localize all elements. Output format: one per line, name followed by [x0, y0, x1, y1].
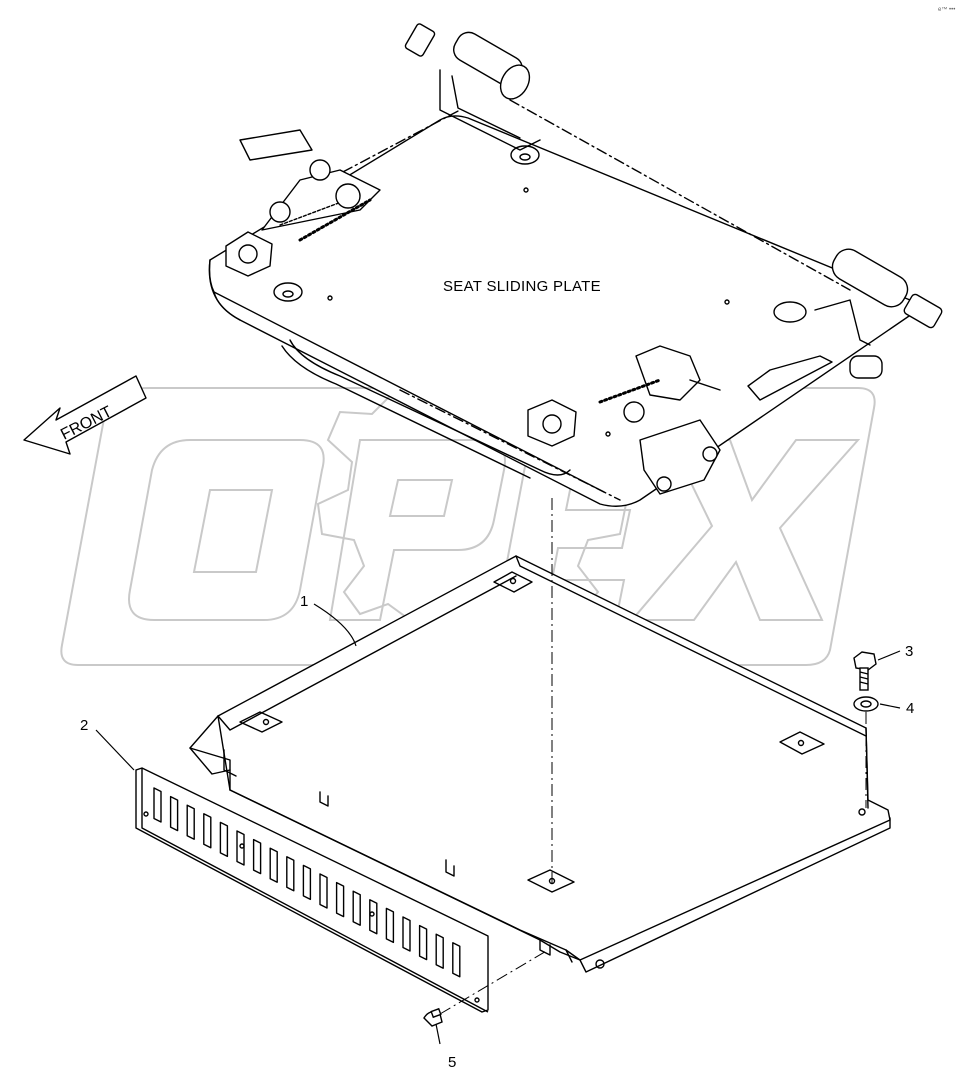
part-5-screw [423, 1007, 443, 1027]
vent-slot [269, 847, 278, 883]
callout-leaders [95, 603, 901, 1045]
vent-slot [186, 804, 195, 840]
part-4-washer [853, 696, 879, 712]
part-2-vented-cover [135, 767, 489, 1013]
vent-slot [236, 830, 245, 866]
plate-title: SEAT SLIDING PLATE [443, 278, 601, 295]
rear-hinge-assembly [404, 23, 541, 151]
part-3-bolt [853, 651, 877, 691]
vent-slot [302, 864, 312, 901]
vent-slot [169, 795, 179, 832]
right-hinge-assembly [747, 248, 943, 401]
vent-slot [385, 907, 395, 944]
vent-slot [352, 890, 361, 926]
front-arrow: FRONT [23, 375, 147, 455]
vent-slot [203, 813, 212, 849]
callout-5: 5 [448, 1054, 456, 1071]
vent-slot [319, 873, 328, 909]
vent-slot [153, 787, 162, 823]
vent-slot [452, 942, 461, 978]
seat-sliding-plate [208, 23, 943, 507]
callout-4: 4 [906, 700, 914, 717]
vent-slot [369, 899, 378, 935]
callout-3: 3 [905, 643, 913, 660]
left-slide-adjuster [225, 129, 381, 277]
vent-slot [219, 821, 229, 858]
vent-slot [402, 916, 411, 952]
right-slide-adjuster [527, 345, 721, 495]
vent-slot [335, 881, 345, 918]
callout-2: 2 [80, 717, 88, 734]
vent-slot [286, 856, 295, 892]
vent-slot [418, 924, 428, 961]
callout-1: 1 [300, 593, 308, 610]
vent-slot [252, 838, 262, 875]
corner-mark: e™ ••• [938, 6, 955, 13]
vent-slot [435, 933, 444, 969]
part-1-plate [189, 555, 891, 973]
cover-vents [153, 787, 461, 978]
assembly-guide-lines [439, 498, 867, 1015]
